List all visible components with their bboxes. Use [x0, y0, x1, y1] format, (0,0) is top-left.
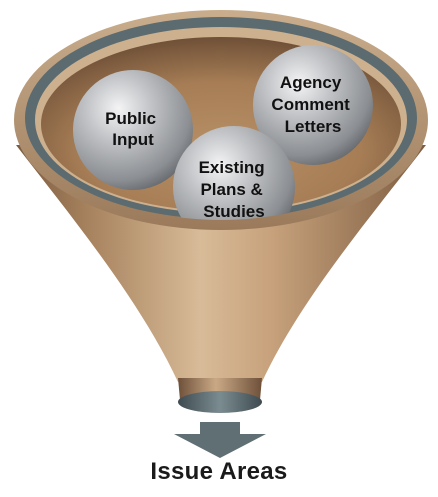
output-label-issue-areas: Issue Areas — [150, 458, 288, 485]
output-arrow — [174, 422, 266, 458]
input-public-input: Public Input — [73, 70, 193, 190]
input-agency-comment-letters: Agency Comment Letters — [253, 45, 373, 165]
ball-agency-comment-letters — [253, 45, 373, 165]
label-public-input: Public Input — [105, 109, 161, 149]
input-existing-plans-studies: Existing Plans & Studies — [173, 126, 295, 221]
funnel-spout-ring — [178, 391, 262, 413]
label-existing-plans-studies: Existing Plans & Studies — [199, 158, 270, 221]
label-agency-comment-letters: Agency Comment Letters — [271, 73, 354, 136]
ball-public-input — [73, 70, 193, 190]
